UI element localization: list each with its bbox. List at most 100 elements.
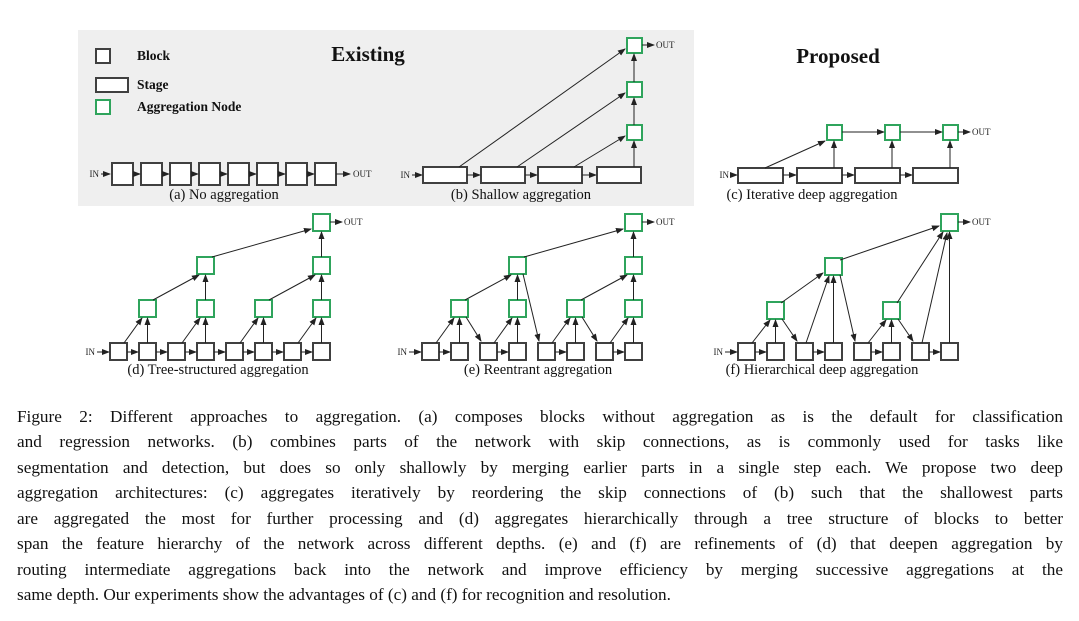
- subcaption-c: (c) Iterative deep aggregation: [726, 187, 898, 203]
- arrow: [516, 92, 626, 168]
- block-node: [450, 342, 469, 361]
- diagram-d: IN OUT: [86, 213, 363, 361]
- stage-node: [596, 166, 642, 184]
- block-node: [138, 342, 157, 361]
- arrow: [573, 135, 626, 168]
- block-node: [853, 342, 872, 361]
- aggregation-node: [196, 256, 215, 275]
- block-node: [624, 342, 643, 361]
- aggregation-node: [624, 256, 643, 275]
- block-node: [595, 342, 614, 361]
- legend-block-label: Block: [137, 48, 171, 63]
- out-label: OUT: [656, 40, 675, 50]
- block-node: [140, 162, 163, 186]
- aggregation-node: [312, 213, 331, 232]
- block-node: [824, 342, 843, 361]
- arrow: [268, 274, 316, 301]
- in-label: IN: [720, 170, 730, 180]
- legend-stage-label: Stage: [137, 77, 169, 92]
- arrow: [751, 319, 771, 344]
- in-label: IN: [401, 170, 411, 180]
- in-label: IN: [90, 169, 100, 179]
- block-node: [795, 342, 814, 361]
- legend-aggregation-node-label: Aggregation Node: [137, 99, 242, 114]
- arrow: [211, 228, 312, 258]
- stage-node: [912, 167, 959, 184]
- caption-line: Figure 2: Different approaches to aggreg…: [17, 407, 1063, 426]
- arrow: [181, 317, 201, 344]
- aggregation-node: [624, 213, 643, 232]
- arrow: [581, 316, 598, 342]
- block-node: [421, 342, 440, 361]
- aggregation-node: [942, 124, 959, 141]
- legend-aggregation-node-swatch: [95, 99, 111, 115]
- aggregation-node: [508, 256, 527, 275]
- caption-line: same depth. Our experiments show the adv…: [17, 585, 671, 605]
- in-label: IN: [86, 347, 96, 357]
- caption-line: are aggregated the most for further proc…: [17, 508, 1063, 528]
- aggregation-node: [626, 81, 643, 98]
- aggregation-node: [196, 299, 215, 318]
- block-node: [109, 342, 128, 361]
- arrow: [493, 317, 513, 344]
- aggregation-node: [508, 299, 527, 318]
- arrow: [297, 317, 317, 344]
- block-node: [254, 342, 273, 361]
- stage-node: [737, 167, 784, 184]
- arrow: [465, 316, 482, 342]
- caption-line: span the feature hierarchy of the networ…: [17, 534, 1063, 554]
- arrow: [897, 318, 914, 342]
- arrow: [239, 317, 259, 344]
- aggregation-node: [884, 124, 901, 141]
- block-node: [314, 162, 337, 186]
- caption-line: segmentation and detection, but does so …: [17, 457, 1063, 477]
- block-node: [111, 162, 134, 186]
- stage-node: [796, 167, 843, 184]
- arrow: [780, 272, 824, 304]
- arrow: [435, 317, 455, 344]
- arrow: [523, 228, 624, 258]
- arrow: [458, 48, 626, 168]
- stage-node: [854, 167, 901, 184]
- arrow: [867, 319, 887, 344]
- subcaption-d: (d) Tree-structured aggregation: [127, 362, 309, 378]
- block-node: [911, 342, 930, 361]
- caption-line: aggregation architectures: (c) aggregate…: [17, 483, 1063, 503]
- arrow: [551, 317, 571, 344]
- block-node: [508, 342, 527, 361]
- aggregation-node: [882, 301, 901, 320]
- block-node: [167, 342, 186, 361]
- aggregation-node: [138, 299, 157, 318]
- arrow: [609, 317, 629, 344]
- aggregation-node: [254, 299, 273, 318]
- aggregation-node: [566, 299, 585, 318]
- block-node: [737, 342, 756, 361]
- out-label: OUT: [353, 169, 372, 179]
- stage-node: [537, 166, 583, 184]
- proposed-title: Proposed: [796, 44, 880, 68]
- diagram-a: IN OUT: [90, 162, 372, 186]
- subcaption-f: (f) Hierarchical deep aggregation: [725, 362, 919, 378]
- in-label: IN: [398, 347, 408, 357]
- out-label: OUT: [344, 217, 363, 227]
- arrow: [805, 275, 830, 344]
- stage-node: [480, 166, 526, 184]
- aggregation-node: [766, 301, 785, 320]
- subcaption-b: (b) Shallow aggregation: [450, 187, 592, 203]
- block-node: [225, 342, 244, 361]
- in-label: IN: [714, 347, 724, 357]
- arrow: [764, 140, 826, 169]
- arrow: [839, 225, 940, 261]
- caption-line: routing intermediate aggregations back i…: [17, 559, 1063, 579]
- aggregation-node: [824, 257, 843, 276]
- block-node: [537, 342, 556, 361]
- legend-block-swatch: [95, 48, 111, 64]
- aggregation-node: [626, 124, 643, 141]
- legend-stage-swatch: [95, 77, 129, 93]
- out-label: OUT: [656, 217, 675, 227]
- aggregation-node: [940, 213, 959, 232]
- arrow: [580, 274, 628, 301]
